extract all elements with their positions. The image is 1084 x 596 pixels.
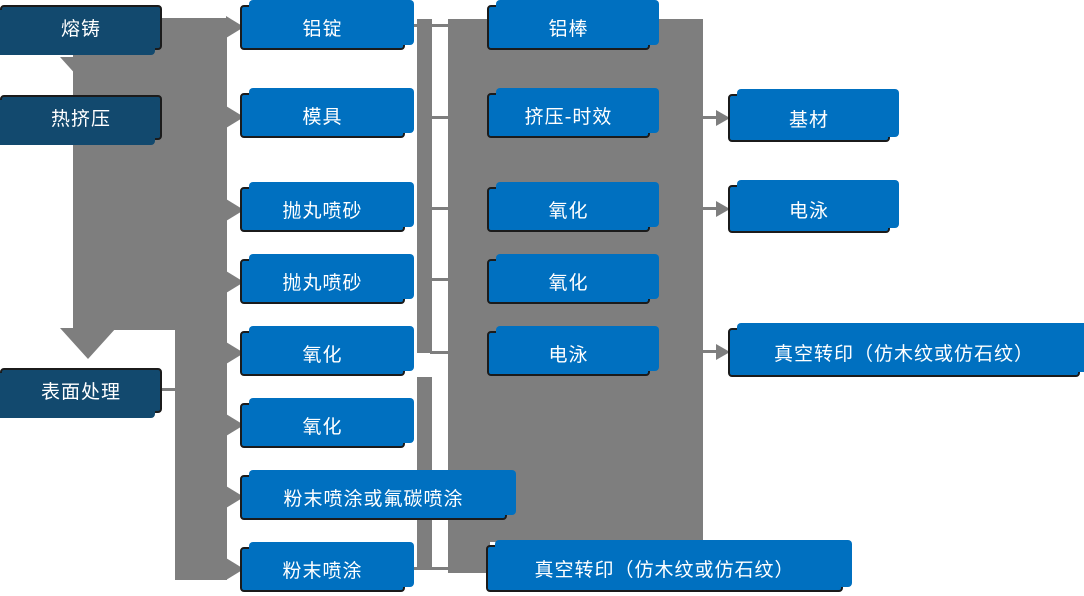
node-oxidation-a: 氧化 xyxy=(240,331,405,376)
node-aluminum-ingot: 铝锭 xyxy=(240,5,405,50)
link-row-vacuum-transfer xyxy=(405,567,448,570)
node-oxidation-c: 氧化 xyxy=(487,187,650,232)
node-label: 氧化 xyxy=(302,344,343,366)
arrow-right-vacuum-transfer-icon xyxy=(716,344,730,360)
node-hot-extrusion: 热挤压 xyxy=(0,95,162,140)
node-powder-coating: 粉末喷涂 xyxy=(240,547,405,592)
node-label: 真空转印（仿木纹或仿石纹） xyxy=(534,559,795,581)
node-label: 电泳 xyxy=(788,199,829,222)
node-label: 铝棒 xyxy=(548,18,589,40)
arrow-right-mold-icon xyxy=(226,106,244,128)
link-row-oxidation-c xyxy=(430,207,448,210)
node-electrophoresis-a: 电泳 xyxy=(487,331,650,376)
node-melting-casting: 熔铸 xyxy=(0,5,162,50)
arrow-right-aluminum-ingot-icon xyxy=(226,16,244,38)
arrow-right-oxidation-a-icon xyxy=(226,342,244,364)
node-label: 氧化 xyxy=(302,416,343,438)
node-label: 真空转印（仿木纹或仿石纹） xyxy=(773,343,1034,365)
arrow-right-electrophoresis-icon xyxy=(716,201,730,217)
link-electrophoresis-b xyxy=(703,207,718,210)
node-label: 挤压-时效 xyxy=(524,106,613,128)
block-middle-background-foot xyxy=(448,540,490,573)
node-label: 基材 xyxy=(788,108,829,131)
arrow-right-substrate-icon xyxy=(716,110,730,126)
node-substrate: 基材 xyxy=(728,94,890,142)
node-label: 熔铸 xyxy=(60,18,101,40)
link-vacuum-transfer-b xyxy=(703,350,718,353)
band-left-lower xyxy=(175,330,227,580)
node-label: 粉末喷涂或氟碳喷涂 xyxy=(283,488,464,510)
bar-middle-upper xyxy=(417,19,432,353)
node-shot-blast-sand-2: 抛丸喷砂 xyxy=(240,259,405,304)
node-label: 抛丸喷砂 xyxy=(282,200,363,222)
link-row-extrusion-aging xyxy=(430,116,448,119)
arrow-right-oxidation-b-icon xyxy=(226,414,244,436)
arrow-right-powder-coating-icon xyxy=(226,558,244,580)
node-powder-or-fluorocarbon-coating: 粉末喷涂或氟碳喷涂 xyxy=(240,475,507,520)
node-oxidation-d: 氧化 xyxy=(487,259,650,304)
node-extrusion-aging: 挤压-时效 xyxy=(487,93,650,138)
arrow-right-powder-fluorocarbon-icon xyxy=(226,486,244,508)
node-surface-treatment: 表面处理 xyxy=(0,368,162,413)
arrow-right-shot-blast-2-icon xyxy=(226,271,244,293)
link-row-electrophoresis xyxy=(430,351,448,354)
node-label: 铝锭 xyxy=(302,18,343,40)
node-vacuum-transfer-print-b: 真空转印（仿木纹或仿石纹） xyxy=(728,328,1080,377)
link-substrate xyxy=(703,116,718,119)
node-shot-blast-sand-1: 抛丸喷砂 xyxy=(240,187,405,232)
node-label: 电泳 xyxy=(548,344,589,366)
node-electrophoresis-b: 电泳 xyxy=(728,185,890,233)
node-mold: 模具 xyxy=(240,93,405,138)
link-surface-treatment-stub xyxy=(160,388,177,391)
node-label: 模具 xyxy=(302,106,343,128)
node-label: 热挤压 xyxy=(50,108,111,130)
node-label: 表面处理 xyxy=(40,381,121,403)
node-label: 氧化 xyxy=(548,200,589,222)
arrow-down-to-hot-extrusion-icon xyxy=(60,57,116,88)
link-row-aluminum-rod xyxy=(413,24,448,27)
node-label: 抛丸喷砂 xyxy=(282,272,363,294)
node-label: 粉末喷涂 xyxy=(282,560,363,582)
node-aluminum-rod: 铝棒 xyxy=(487,5,650,50)
arrow-down-to-surface-treatment-icon xyxy=(60,328,116,359)
node-label: 氧化 xyxy=(548,272,589,294)
node-oxidation-b: 氧化 xyxy=(240,403,405,448)
link-row-oxidation-d xyxy=(430,278,448,281)
node-vacuum-transfer-print-a: 真空转印（仿木纹或仿石纹） xyxy=(486,545,843,592)
arrow-right-shot-blast-1-icon xyxy=(226,199,244,221)
